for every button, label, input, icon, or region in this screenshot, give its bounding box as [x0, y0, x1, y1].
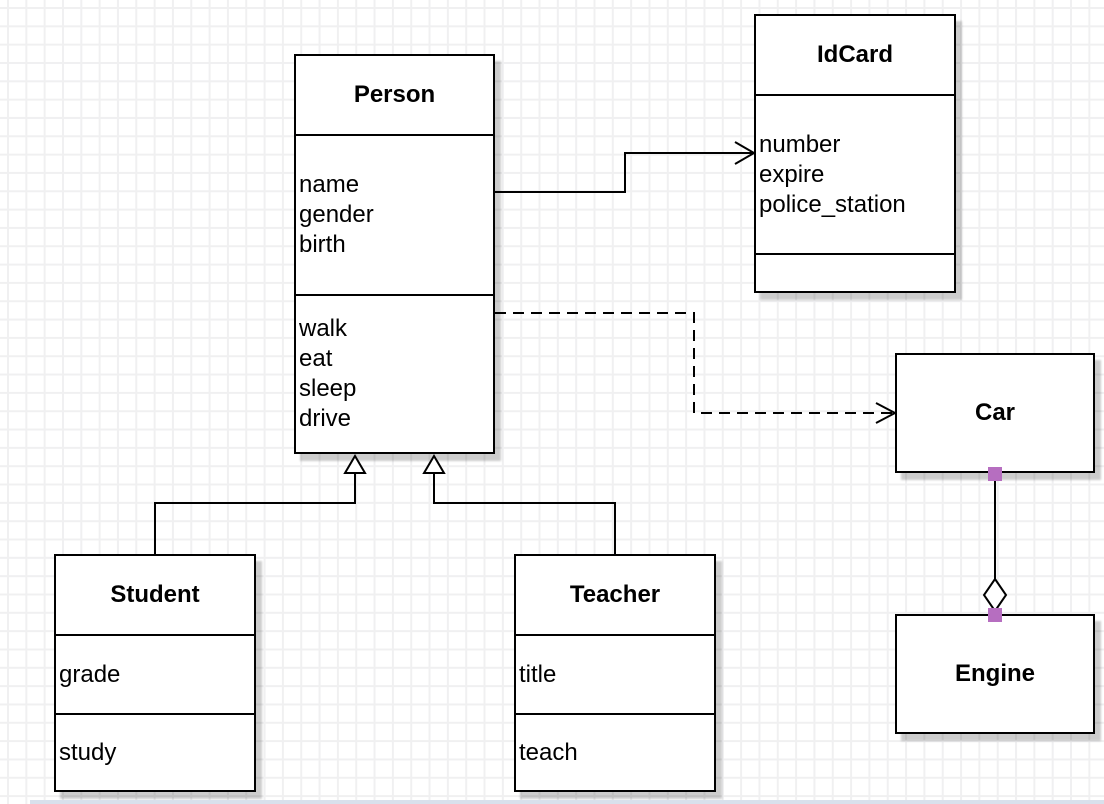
- attribute: expire: [759, 160, 825, 188]
- methods-compartment-person: walk eat sleep drive: [296, 294, 493, 452]
- edge-aggregation-car-engine[interactable]: [982, 467, 1008, 622]
- attribute: birth: [299, 231, 346, 258]
- open-arrowhead: [875, 402, 898, 424]
- class-box-idcard[interactable]: IdCard number expire police_station: [754, 14, 956, 293]
- method: walk: [299, 315, 348, 342]
- class-title-student: Student: [110, 581, 200, 608]
- edge-line: [154, 473, 356, 554]
- method: teach: [519, 738, 578, 766]
- edge-association-person-idcard[interactable]: [495, 141, 756, 193]
- attribute: grade: [59, 660, 121, 688]
- class-title-person: Person: [353, 81, 436, 108]
- endpoint-handle-engine[interactable]: [988, 608, 1002, 622]
- class-title-idcard: IdCard: [816, 41, 893, 68]
- method: sleep: [299, 375, 357, 402]
- method: study: [59, 738, 117, 766]
- attributes-compartment-idcard: number expire police_station: [756, 94, 954, 253]
- attribute: name: [299, 171, 360, 198]
- edge-line-dashed: [495, 312, 893, 414]
- edge-dependency-person-car[interactable]: [495, 312, 898, 424]
- class-title-engine: Engine: [954, 660, 1035, 687]
- class-box-teacher[interactable]: Teacher title teach: [514, 554, 716, 792]
- class-box-engine[interactable]: Engine: [895, 614, 1095, 734]
- page-boundary-edge: [30, 800, 1104, 804]
- edge-line: [433, 473, 616, 554]
- class-box-student[interactable]: Student grade study: [54, 554, 256, 792]
- attribute: police_station: [759, 190, 906, 218]
- edge-generalization-student-person[interactable]: [154, 454, 367, 554]
- endpoint-handle-car[interactable]: [988, 467, 1002, 481]
- hollow-triangle-arrowhead: [422, 454, 446, 474]
- class-title-teacher: Teacher: [569, 581, 661, 608]
- class-box-person[interactable]: Person name gender birth walk eat sleep …: [294, 54, 495, 454]
- method: drive: [299, 405, 352, 432]
- hollow-diamond-arrowhead: [982, 577, 1008, 613]
- edge-line: [495, 152, 754, 193]
- methods-compartment-student: study: [56, 713, 254, 790]
- hollow-triangle-arrowhead: [343, 454, 367, 474]
- attribute: gender: [299, 201, 374, 228]
- methods-compartment-teacher: teach: [516, 713, 714, 790]
- class-box-car[interactable]: Car: [895, 353, 1095, 473]
- class-title-car: Car: [974, 399, 1016, 426]
- attributes-compartment-student: grade: [56, 634, 254, 713]
- attribute: number: [759, 130, 841, 158]
- method: eat: [299, 345, 333, 372]
- attributes-compartment-teacher: title: [516, 634, 714, 713]
- methods-compartment-idcard-empty: [756, 253, 954, 291]
- attribute: title: [519, 660, 557, 688]
- attributes-compartment-person: name gender birth: [296, 134, 493, 294]
- open-arrowhead: [734, 141, 756, 165]
- edge-generalization-teacher-person[interactable]: [422, 454, 616, 554]
